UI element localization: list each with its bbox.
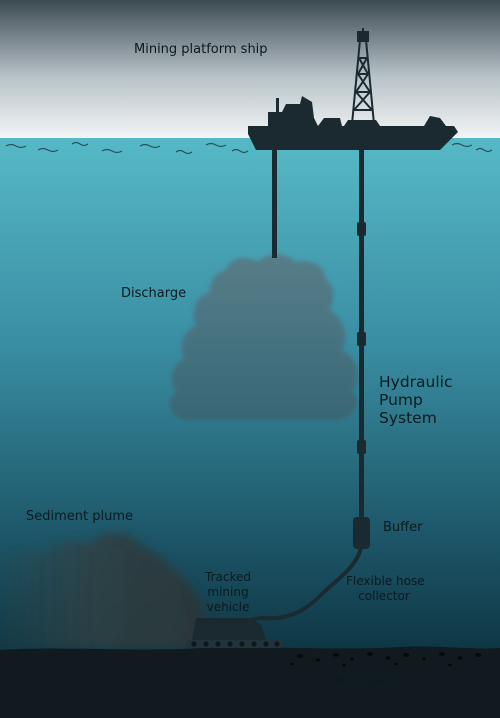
drill-tower (351, 28, 375, 125)
sky (0, 0, 500, 140)
pump-stage-2 (357, 332, 366, 346)
label-tracked-mining-vehicle: Tracked mining vehicle (196, 570, 260, 615)
label-hose-line-1: Flexible hose (346, 574, 425, 588)
seabed (0, 646, 500, 718)
label-pump-line-1: Hydraulic (379, 373, 453, 391)
label-hose-line-2: collector (358, 589, 410, 603)
label-vehicle-line-1: Tracked (205, 570, 251, 584)
label-vehicle-line-3: vehicle (206, 600, 250, 614)
pump-stage-3 (357, 440, 366, 454)
label-pump-line-3: System (379, 409, 437, 427)
label-mining-platform-ship: Mining platform ship (134, 42, 268, 57)
label-pump-line-2: Pump (379, 391, 423, 409)
label-sediment-plume: Sediment plume (26, 509, 134, 524)
sediment-plume (0, 532, 214, 650)
label-vehicle-line-2: mining (207, 585, 249, 599)
nodules (290, 652, 481, 667)
riser-pipe (357, 150, 366, 520)
label-hydraulic-pump-system: Hydraulic Pump System (379, 373, 453, 427)
discharge-cloud (169, 254, 358, 420)
label-discharge: Discharge (121, 286, 187, 301)
surface-waves (5, 141, 493, 155)
mining-platform-ship (248, 96, 458, 150)
discharge-pipe (272, 150, 277, 258)
tracked-mining-vehicle (186, 618, 284, 648)
label-buffer: Buffer (383, 520, 423, 535)
buffer-unit (353, 517, 370, 549)
pump-stage-1 (357, 222, 366, 236)
label-flexible-hose-collector: Flexible hose collector (346, 574, 425, 604)
label-nodules: Nodules (335, 673, 392, 689)
